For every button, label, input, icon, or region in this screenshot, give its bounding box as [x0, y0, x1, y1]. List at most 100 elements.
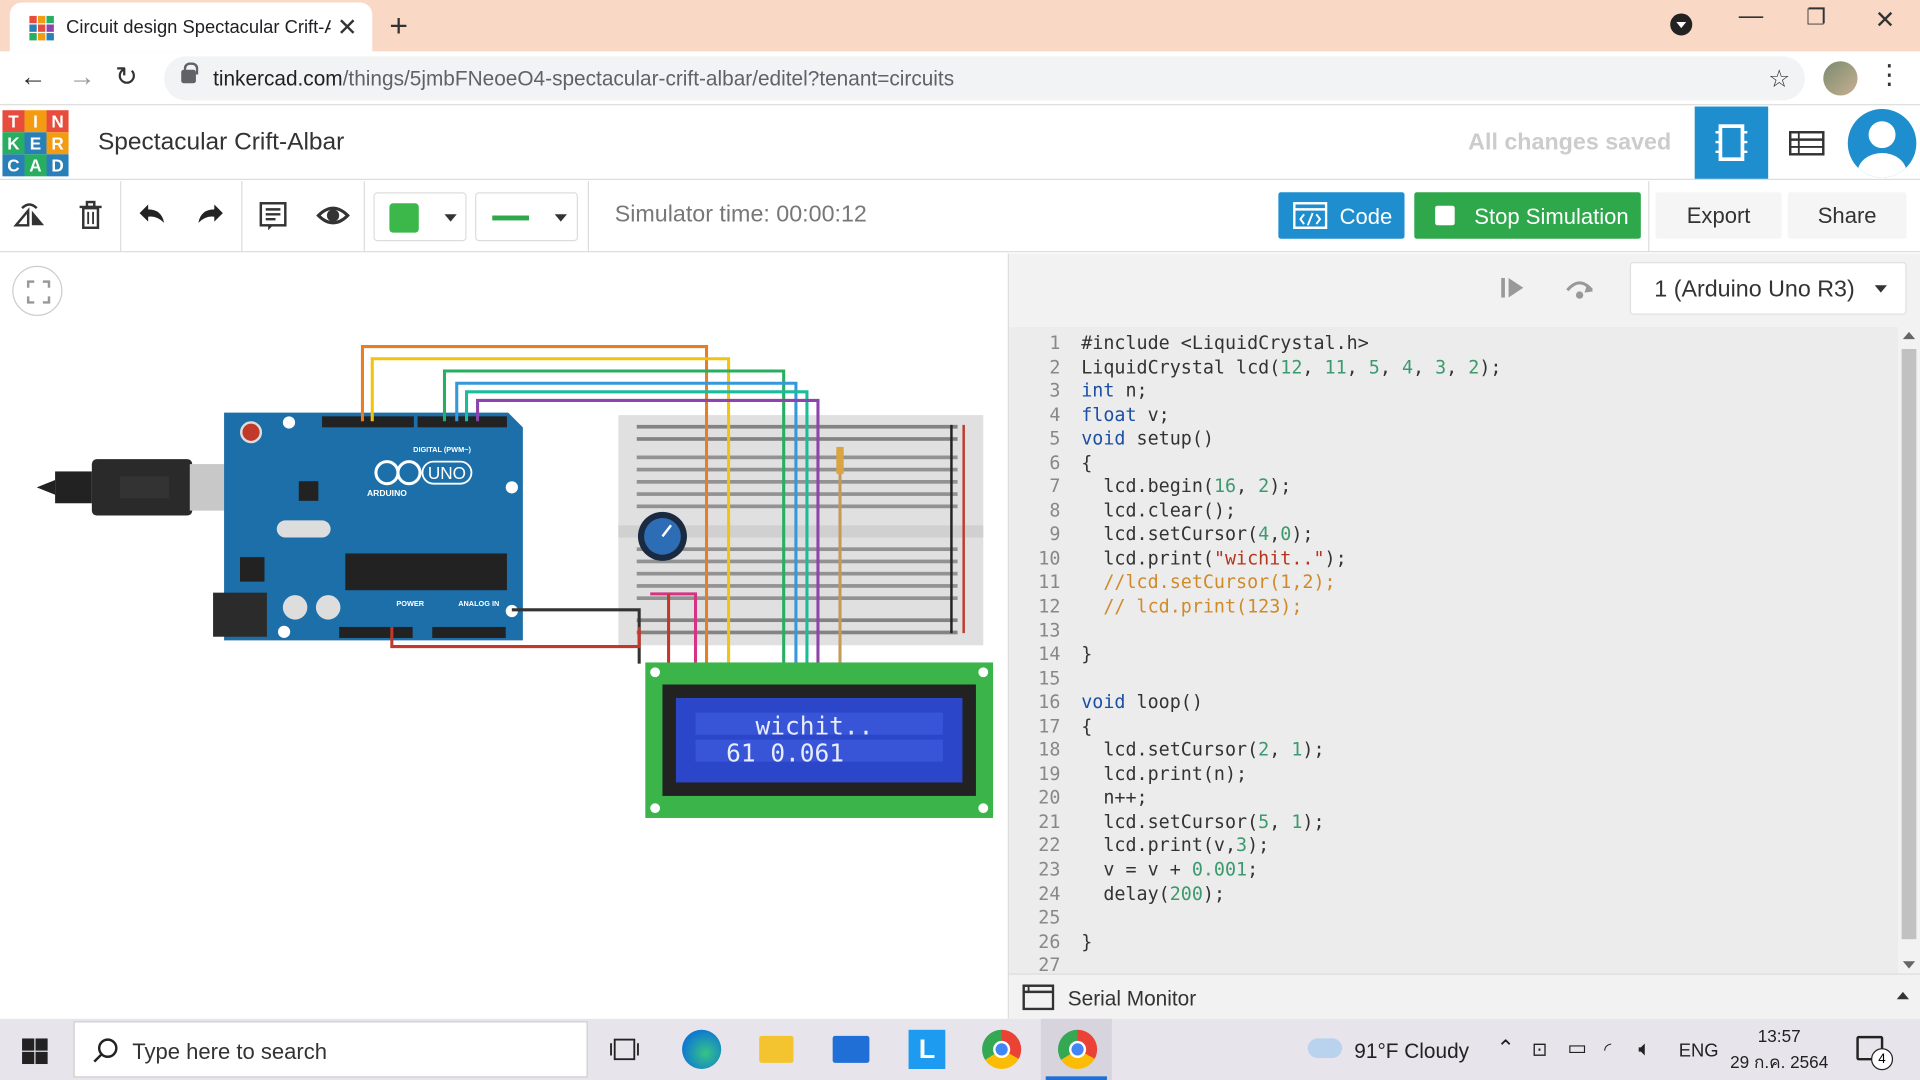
undo-icon[interactable] — [135, 198, 169, 232]
code-line[interactable]: lcd.print(n); — [1081, 762, 1248, 785]
notes-icon[interactable] — [256, 198, 290, 232]
chrome-icon[interactable] — [982, 1029, 1022, 1069]
code-line[interactable]: } — [1081, 642, 1093, 665]
code-line[interactable]: void loop() — [1081, 690, 1203, 713]
line-number: 10 — [1038, 547, 1061, 570]
project-title[interactable]: Spectacular Crift-Albar — [97, 128, 345, 156]
bookmark-star-icon[interactable]: ☆ — [1768, 66, 1791, 94]
code-line[interactable]: lcd.setCursor(4,0); — [1081, 522, 1314, 545]
scroll-down-icon[interactable] — [1902, 961, 1916, 969]
back-icon[interactable]: ← — [19, 61, 47, 92]
code-button[interactable]: Code — [1278, 192, 1405, 239]
tinkercad-logo[interactable]: T I N K E R C A D — [2, 110, 69, 177]
code-line[interactable]: lcd.clear(); — [1081, 499, 1237, 522]
profile-avatar[interactable] — [1823, 61, 1858, 96]
share-button[interactable]: Share — [1787, 192, 1907, 239]
code-line[interactable]: float v; — [1081, 404, 1170, 427]
line-number: 19 — [1038, 762, 1061, 785]
wifi-icon[interactable]: ◜ — [1604, 1039, 1612, 1061]
code-line[interactable]: int n; — [1081, 379, 1148, 402]
component-color-dropdown[interactable] — [373, 192, 467, 242]
serial-monitor-bar[interactable]: Serial Monitor — [1008, 973, 1920, 1019]
code-scrollbar[interactable] — [1897, 326, 1920, 974]
potentiometer[interactable] — [637, 511, 687, 561]
simulator-time: Simulator time: 00:00:12 — [614, 202, 867, 228]
code-editor[interactable]: 1 2 3 4 5 6 7 8 9 10 11 12 13 14 15 16 1… — [1008, 326, 1920, 974]
user-avatar[interactable] — [1847, 108, 1917, 178]
code-line[interactable]: v = v + 0.001; — [1081, 858, 1259, 881]
debugger-play-icon[interactable] — [1499, 273, 1528, 302]
code-line[interactable]: // lcd.print(123); — [1081, 595, 1303, 618]
component-list-button[interactable] — [1768, 107, 1844, 179]
fit-view-button[interactable] — [12, 265, 63, 316]
code-line[interactable]: } — [1081, 930, 1093, 953]
task-view-icon[interactable] — [610, 1036, 639, 1063]
file-explorer-icon[interactable] — [759, 1035, 794, 1063]
code-line[interactable]: { — [1081, 715, 1093, 738]
system-clock[interactable]: 13:57 29 ก.ค. 2564 — [1729, 1024, 1829, 1075]
export-button[interactable]: Export — [1655, 192, 1782, 239]
code-line[interactable]: lcd.print("wichit.."); — [1081, 547, 1347, 570]
browser-tab[interactable]: Circuit design Spectacular Crift-Albar |… — [9, 2, 373, 52]
color-swatch — [389, 203, 419, 233]
code-editor-icon — [1293, 202, 1328, 229]
code-line[interactable]: lcd.setCursor(5, 1); — [1081, 810, 1325, 833]
logo-letter: N — [46, 110, 69, 133]
reload-icon[interactable]: ↻ — [115, 61, 138, 92]
scroll-up-icon[interactable] — [1902, 331, 1916, 340]
tab-close-icon[interactable]: ✕ — [337, 14, 358, 42]
rotate-icon[interactable] — [12, 198, 46, 232]
redo-icon[interactable] — [193, 198, 227, 232]
toolbar-divider — [120, 181, 122, 253]
code-line[interactable]: { — [1081, 451, 1093, 474]
restore-icon[interactable]: ❐ — [1806, 4, 1826, 30]
circuit-canvas[interactable]: UNO ARDUINO DIGITAL (PWM~) POWER ANALOG … — [0, 253, 1007, 1019]
wires — [360, 345, 842, 664]
tab-search-icon[interactable] — [1670, 13, 1693, 36]
code-line[interactable]: void setup() — [1081, 427, 1214, 450]
code-line[interactable]: lcd.setCursor(2, 1); — [1081, 738, 1325, 761]
code-line[interactable]: #include <LiquidCrystal.h> — [1081, 331, 1369, 354]
weather-text[interactable]: 91°F Cloudy — [1354, 1039, 1470, 1063]
code-button-label: Code — [1339, 204, 1393, 229]
code-line[interactable]: n++; — [1081, 786, 1148, 809]
notification-icon[interactable]: 4 — [1856, 1035, 1894, 1071]
arduino-uno-board[interactable]: UNO ARDUINO DIGITAL (PWM~) POWER ANALOG … — [213, 412, 523, 641]
language-indicator[interactable]: ENG — [1678, 1040, 1719, 1062]
url-input[interactable]: tinkercad.com/things/5jmbFNeoeO4-spectac… — [164, 56, 1805, 101]
circuit-view-button[interactable] — [1694, 106, 1769, 179]
minimize-icon[interactable]: — — [1738, 2, 1764, 30]
code-line[interactable]: lcd.print(v,3); — [1081, 833, 1270, 856]
code-line[interactable]: //lcd.setCursor(1,2); — [1081, 570, 1336, 593]
chrome-active-window[interactable] — [1040, 1018, 1112, 1080]
volume-icon[interactable]: 🔈︎ — [1638, 1037, 1651, 1061]
stop-simulation-label: Stop Simulation — [1474, 204, 1629, 229]
code-line[interactable]: lcd.begin(16, 2); — [1081, 475, 1292, 498]
edge-browser-icon[interactable] — [682, 1029, 722, 1069]
browser-menu-icon[interactable]: ⋮ — [1875, 58, 1903, 90]
visibility-icon[interactable] — [316, 198, 350, 232]
wire-type-dropdown[interactable] — [475, 192, 578, 242]
code-line[interactable]: LiquidCrystal lcd(12, 11, 5, 4, 3, 2); — [1081, 356, 1502, 379]
close-window-icon[interactable]: ✕ — [1874, 7, 1896, 35]
chevron-down-icon — [554, 214, 567, 222]
line-number: 6 — [1049, 451, 1061, 474]
delete-icon[interactable] — [73, 198, 107, 232]
chevron-up-icon[interactable] — [1896, 991, 1909, 1000]
stop-simulation-button[interactable]: Stop Simulation — [1414, 192, 1641, 239]
lcd-display[interactable]: wichit.. 61 0.061 — [645, 662, 994, 818]
device-select[interactable]: 1 (Arduino Uno R3) — [1629, 262, 1907, 315]
line-number: 4 — [1049, 404, 1061, 427]
mail-icon[interactable] — [832, 1035, 870, 1063]
meet-icon[interactable]: ⊡ — [1531, 1039, 1548, 1061]
battery-icon[interactable]: ▭ — [1567, 1035, 1588, 1060]
step-over-icon[interactable] — [1562, 273, 1596, 302]
code-line[interactable]: delay(200); — [1081, 882, 1225, 905]
line-app-icon[interactable]: L — [908, 1029, 946, 1069]
forward-icon[interactable]: → — [68, 61, 96, 92]
chevron-up-icon[interactable]: ⌃ — [1496, 1035, 1515, 1061]
new-tab-icon[interactable]: + — [389, 7, 408, 45]
scrollbar-thumb[interactable] — [1901, 348, 1917, 940]
taskbar-search-input[interactable]: Type here to search — [73, 1021, 588, 1078]
windows-start-icon[interactable] — [22, 1038, 48, 1065]
